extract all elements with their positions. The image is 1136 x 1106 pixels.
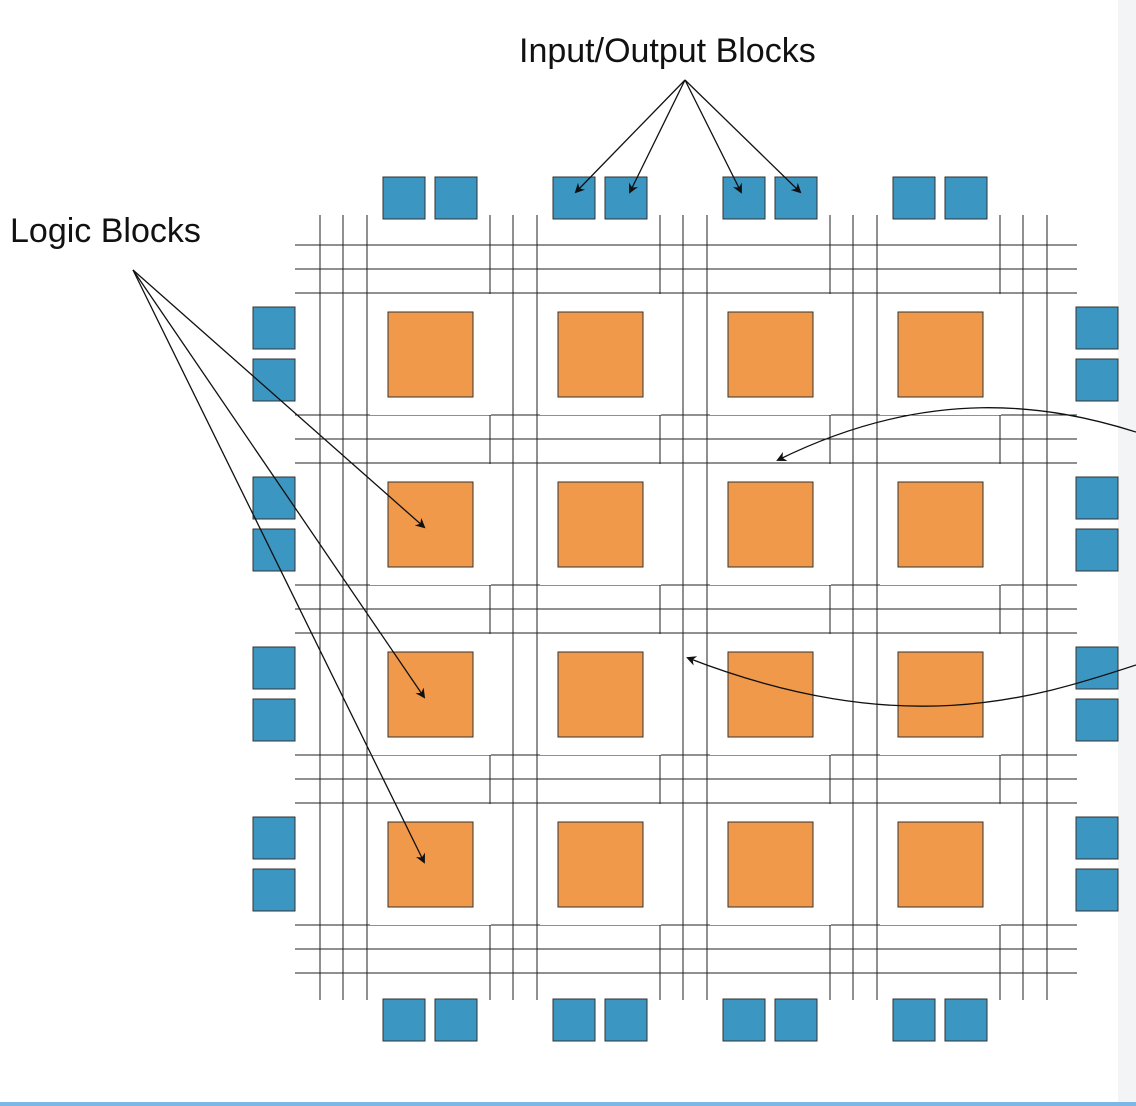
logic-block bbox=[727, 651, 814, 738]
logic-block bbox=[897, 821, 984, 908]
logic-block bbox=[387, 481, 474, 568]
io-block-bottom bbox=[722, 998, 766, 1042]
io-block-bottom bbox=[944, 998, 988, 1042]
io-block-right bbox=[1075, 476, 1119, 520]
io-block-left bbox=[252, 646, 296, 690]
io-block-top bbox=[892, 176, 936, 220]
logic-pointer-arrow bbox=[132, 269, 425, 864]
io-block-left bbox=[252, 528, 296, 572]
routing-pointer-arrow bbox=[776, 407, 1136, 461]
io-block-left bbox=[252, 816, 296, 860]
logic-block bbox=[387, 651, 474, 738]
io-block-top bbox=[382, 176, 426, 220]
logic-blocks-label: Logic Blocks bbox=[10, 212, 201, 250]
logic-pointer-arrow bbox=[132, 269, 426, 529]
io-block-right bbox=[1075, 816, 1119, 860]
io-pointer-arrow bbox=[684, 79, 802, 194]
io-block-top bbox=[552, 176, 596, 220]
io-block-left bbox=[252, 306, 296, 350]
io-block-top bbox=[604, 176, 648, 220]
logic-block bbox=[897, 651, 984, 738]
routing-pointer-arrow bbox=[686, 656, 1136, 707]
logic-block bbox=[557, 821, 644, 908]
logic-block bbox=[897, 311, 984, 398]
io-pointer-arrow bbox=[629, 79, 686, 194]
io-block-bottom bbox=[774, 998, 818, 1042]
logic-block bbox=[727, 821, 814, 908]
io-block-top bbox=[722, 176, 766, 220]
logic-block-array bbox=[370, 294, 1001, 925]
io-block-right bbox=[1075, 358, 1119, 402]
io-block-bottom bbox=[434, 998, 478, 1042]
io-block-top bbox=[434, 176, 478, 220]
io-block-bottom bbox=[552, 998, 596, 1042]
logic-block bbox=[387, 311, 474, 398]
io-pointer-arrow bbox=[574, 79, 686, 194]
io-block-right bbox=[1075, 868, 1119, 912]
io-block-top bbox=[944, 176, 988, 220]
logic-block bbox=[557, 481, 644, 568]
io-block-bottom bbox=[892, 998, 936, 1042]
io-block-top bbox=[774, 176, 818, 220]
io-block-left bbox=[252, 868, 296, 912]
logic-block bbox=[897, 481, 984, 568]
logic-block bbox=[557, 651, 644, 738]
io-block-right bbox=[1075, 306, 1119, 350]
io-block-bottom bbox=[382, 998, 426, 1042]
logic-pointer-arrow bbox=[132, 269, 426, 699]
io-block-right bbox=[1075, 698, 1119, 742]
logic-block bbox=[727, 311, 814, 398]
logic-block bbox=[727, 481, 814, 568]
routing-channels bbox=[295, 215, 1077, 1000]
io-block-left bbox=[252, 698, 296, 742]
annotation-arrows bbox=[132, 79, 1136, 864]
right-margin-strip bbox=[1118, 0, 1136, 1106]
io-block-right bbox=[1075, 528, 1119, 572]
io-blocks-label: Input/Output Blocks bbox=[519, 32, 816, 70]
logic-block bbox=[387, 821, 474, 908]
io-block-right bbox=[1075, 646, 1119, 690]
logic-block bbox=[557, 311, 644, 398]
bottom-accent-bar bbox=[0, 1102, 1136, 1106]
io-pointer-arrow bbox=[684, 79, 742, 194]
io-block-bottom bbox=[604, 998, 648, 1042]
